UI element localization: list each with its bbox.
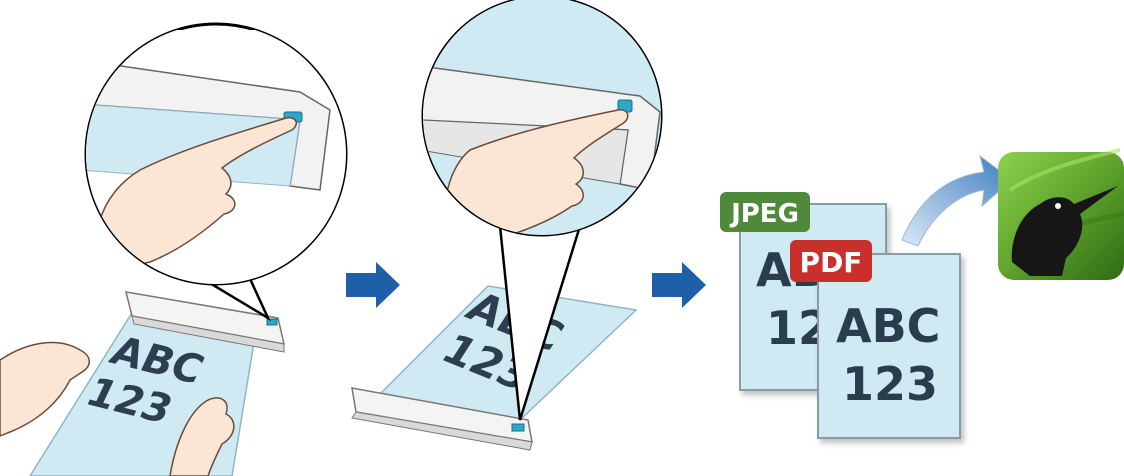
right-arrow-icon: [346, 262, 400, 308]
step-3-output-files: ABC 123 JPEG ABC 123 PDF: [720, 150, 1124, 438]
scan-button-indicator: [267, 319, 277, 325]
step-1-insert-document: ABC 123: [0, 24, 360, 476]
bird-app-icon: [998, 150, 1124, 280]
document-text-line-2: 123: [842, 357, 938, 411]
step-2-press-scan-button: ABC 123: [352, 0, 680, 450]
jpeg-badge-label: JPEG: [729, 199, 799, 229]
document-text-line-1: ABC: [836, 299, 940, 353]
pdf-badge-label: PDF: [800, 246, 863, 279]
curved-export-arrow-icon: [902, 156, 1012, 246]
right-arrow-icon: [652, 262, 706, 308]
pdf-badge: PDF: [790, 240, 872, 282]
zoom-callout: [80, 24, 360, 318]
jpeg-badge: JPEG: [720, 192, 810, 232]
